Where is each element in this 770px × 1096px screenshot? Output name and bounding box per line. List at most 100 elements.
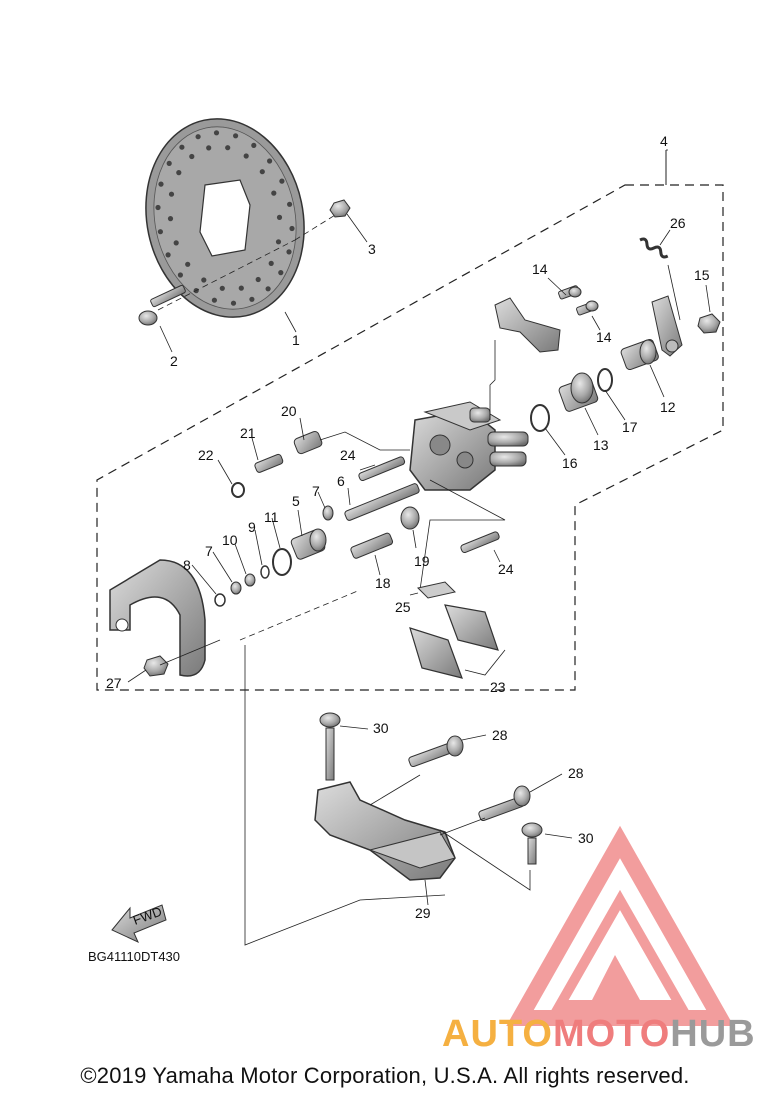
callout-5: 5 — [292, 493, 300, 509]
brake-disc — [145, 118, 305, 318]
disc-hole — [158, 181, 164, 187]
disc-hole — [166, 160, 172, 166]
disc-hole — [271, 190, 277, 196]
bleeder-washer — [231, 482, 245, 498]
callout-14-upper: 14 — [532, 261, 548, 277]
disc-hole — [167, 216, 174, 222]
bleed-cap — [293, 430, 323, 455]
pad-pin-lower — [460, 531, 500, 554]
disc-hole — [201, 277, 207, 283]
callout-2: 2 — [170, 353, 178, 369]
caliper-bracket — [314, 781, 456, 881]
callout-12: 12 — [660, 399, 676, 415]
washer — [244, 573, 256, 587]
callout-20: 20 — [281, 403, 297, 419]
caliper-assembly-boundary — [96, 184, 724, 691]
disc-hole — [157, 229, 163, 235]
pad-spring — [417, 581, 456, 599]
disc-hole — [275, 239, 282, 245]
inner-piston — [290, 528, 327, 560]
bracket-bolt-vertical-right — [521, 822, 543, 865]
lever-spring — [639, 237, 669, 259]
seal-upper — [322, 505, 334, 521]
copyright-notice: ©2019 Yamaha Motor Corporation, U.S.A. A… — [80, 1063, 690, 1088]
disc-hole — [173, 240, 179, 246]
bracket-plate — [494, 297, 561, 353]
callout-23: 23 — [490, 679, 506, 695]
disc-hole — [265, 286, 271, 292]
callout-1: 1 — [292, 332, 300, 348]
callout-8: 8 — [183, 557, 191, 573]
slide-pin-lower — [350, 532, 394, 559]
disc-hole — [279, 178, 285, 184]
disc-hole — [230, 300, 237, 306]
circlip — [214, 593, 226, 607]
callout-9: 9 — [248, 519, 256, 535]
disc-hole — [286, 249, 292, 255]
caliper-piston — [558, 372, 599, 412]
parking-lever — [651, 295, 683, 357]
disc-hole — [249, 296, 255, 302]
disc-hole — [278, 270, 284, 276]
callout-29: 29 — [415, 905, 431, 921]
callout-21: 21 — [240, 425, 256, 441]
disc-hole — [206, 145, 212, 151]
adjuster-shaft — [620, 338, 659, 371]
caliper-support — [109, 559, 206, 677]
callout-25: 25 — [395, 599, 411, 615]
callout-26: 26 — [670, 215, 686, 231]
disc-hole — [185, 261, 191, 267]
o-ring — [272, 548, 292, 576]
slide-pin-upper — [344, 483, 420, 521]
watermark-text: AUTOMOTOHUB — [442, 1013, 756, 1055]
washer-small — [260, 565, 270, 579]
o-ring-small — [597, 368, 613, 392]
disc-hole — [259, 169, 265, 175]
callout-27: 27 — [106, 675, 122, 691]
disc-hole — [255, 276, 261, 283]
bracket-screws — [558, 285, 599, 316]
boot — [400, 506, 420, 530]
disc-hole — [268, 260, 274, 266]
callout-28-upper: 28 — [492, 727, 508, 743]
disc-hole — [189, 153, 195, 160]
callout-labels: 1 2 3 4 5 6 7 7 8 9 10 11 12 13 14 14 15… — [106, 133, 710, 921]
callout-4: 4 — [660, 133, 668, 149]
callout-6: 6 — [337, 473, 345, 489]
disc-hole — [195, 134, 201, 140]
disc-bolt — [138, 284, 186, 326]
callout-28-lower: 28 — [568, 765, 584, 781]
disc-hole — [176, 170, 182, 176]
disc-hole — [165, 252, 171, 258]
callout-24-lower: 24 — [498, 561, 514, 577]
disc-hole — [219, 285, 225, 291]
callout-19: 19 — [414, 553, 430, 569]
disc-hole — [238, 285, 244, 291]
bleeder-screw — [254, 453, 284, 473]
callout-30-lower: 30 — [578, 830, 594, 846]
disc-hole — [267, 158, 273, 164]
disc-hole — [243, 153, 249, 159]
callout-18: 18 — [375, 575, 391, 591]
drawing-code: BG41110DT430 — [88, 949, 180, 964]
disc-hole — [276, 214, 283, 220]
disc-hole — [211, 297, 217, 303]
bracket-bolt-horizontal-upper — [408, 735, 464, 768]
callout-7-lower: 7 — [205, 543, 213, 559]
callout-22: 22 — [198, 447, 214, 463]
disc-hole — [179, 144, 185, 150]
disc-nut — [329, 199, 351, 218]
lever-nut — [697, 313, 721, 334]
disc-hole — [168, 191, 175, 197]
callout-24-upper: 24 — [340, 447, 356, 463]
disc-hole — [155, 204, 161, 211]
support-nut — [143, 655, 169, 677]
callout-13: 13 — [593, 437, 609, 453]
seal-lower — [230, 581, 242, 595]
callout-10: 10 — [222, 532, 238, 548]
bracket-bolt-horizontal-lower — [478, 785, 531, 822]
disc-hole — [213, 130, 220, 136]
callout-16: 16 — [562, 455, 578, 471]
callout-30-upper: 30 — [373, 720, 389, 736]
